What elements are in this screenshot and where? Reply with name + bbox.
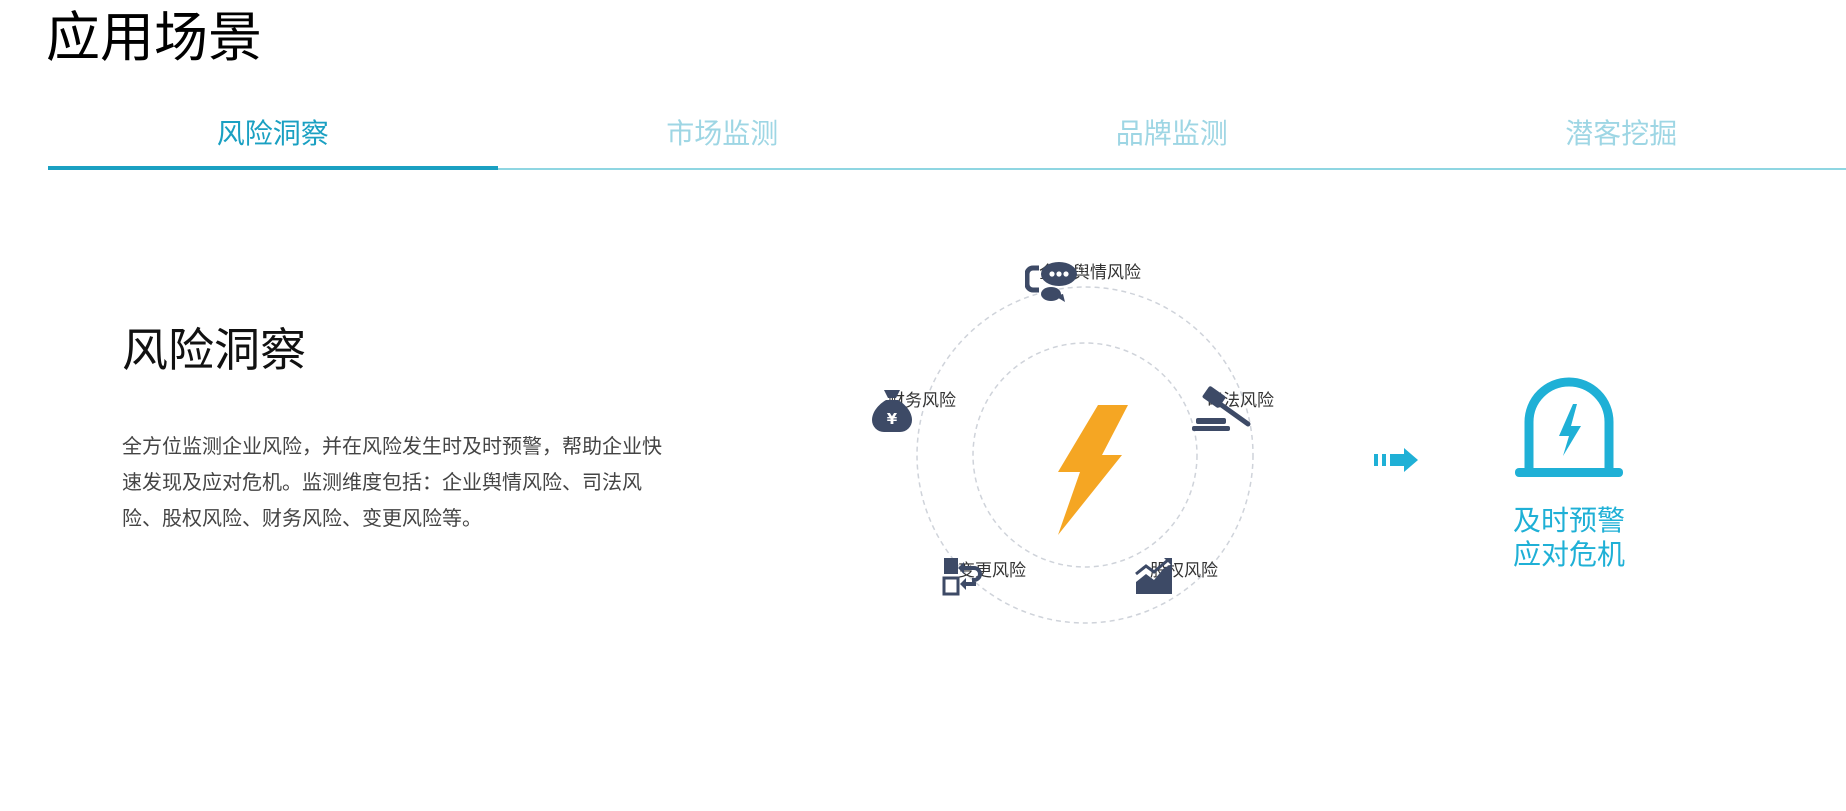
tab-risk-insight[interactable]: 风险洞察 — [48, 108, 498, 170]
lightning-icon — [1058, 405, 1128, 535]
alert-text: 及时预警 应对危机 — [1504, 504, 1634, 572]
node-equity-risk: 股权风险 — [1134, 556, 1234, 594]
section-heading: 风险洞察 — [122, 323, 306, 377]
alert-line-1: 及时预警 — [1512, 504, 1625, 537]
risk-diagram: 企业舆情风险 ¥ 财务风险 司法风险 变更风险 — [872, 250, 1300, 640]
tab-lead-mining[interactable]: 潜客挖掘 — [1565, 117, 1678, 150]
gavel-icon — [1192, 386, 1251, 431]
node-finance-risk: ¥ 财务风险 — [872, 386, 972, 432]
arrow-right-icon — [1374, 448, 1418, 472]
tab-brand-monitoring[interactable]: 品牌监测 — [1115, 117, 1228, 150]
node-public-opinion-risk: 企业舆情风险 — [1025, 258, 1155, 302]
money-bag-icon: ¥ — [872, 390, 912, 432]
alert-block: 及时预警 应对危机 — [1504, 370, 1634, 572]
swap-icon — [942, 558, 982, 596]
tab-market-monitoring[interactable]: 市场监测 — [666, 117, 779, 150]
node-label: 变更风险 — [958, 561, 1026, 581]
node-judicial-risk: 司法风险 — [1190, 386, 1290, 431]
node-change-risk: 变更风险 — [942, 556, 1042, 596]
section-description: 全方位监测企业风险，并在风险发生时及时预警，帮助企业快速发现及应对危机。监测维度… — [122, 434, 662, 530]
tab-bar: 风险洞察 市场监测 品牌监测 潜客挖掘 — [48, 108, 1846, 170]
diagram-rings — [916, 286, 1254, 624]
alert-line-2: 应对危机 — [1512, 538, 1625, 571]
alarm-icon — [1515, 377, 1623, 477]
chat-bubbles-icon — [1025, 262, 1077, 302]
trend-chart-icon — [1135, 558, 1172, 594]
page-title: 应用场景 — [46, 6, 262, 69]
svg-text:¥: ¥ — [887, 410, 898, 428]
